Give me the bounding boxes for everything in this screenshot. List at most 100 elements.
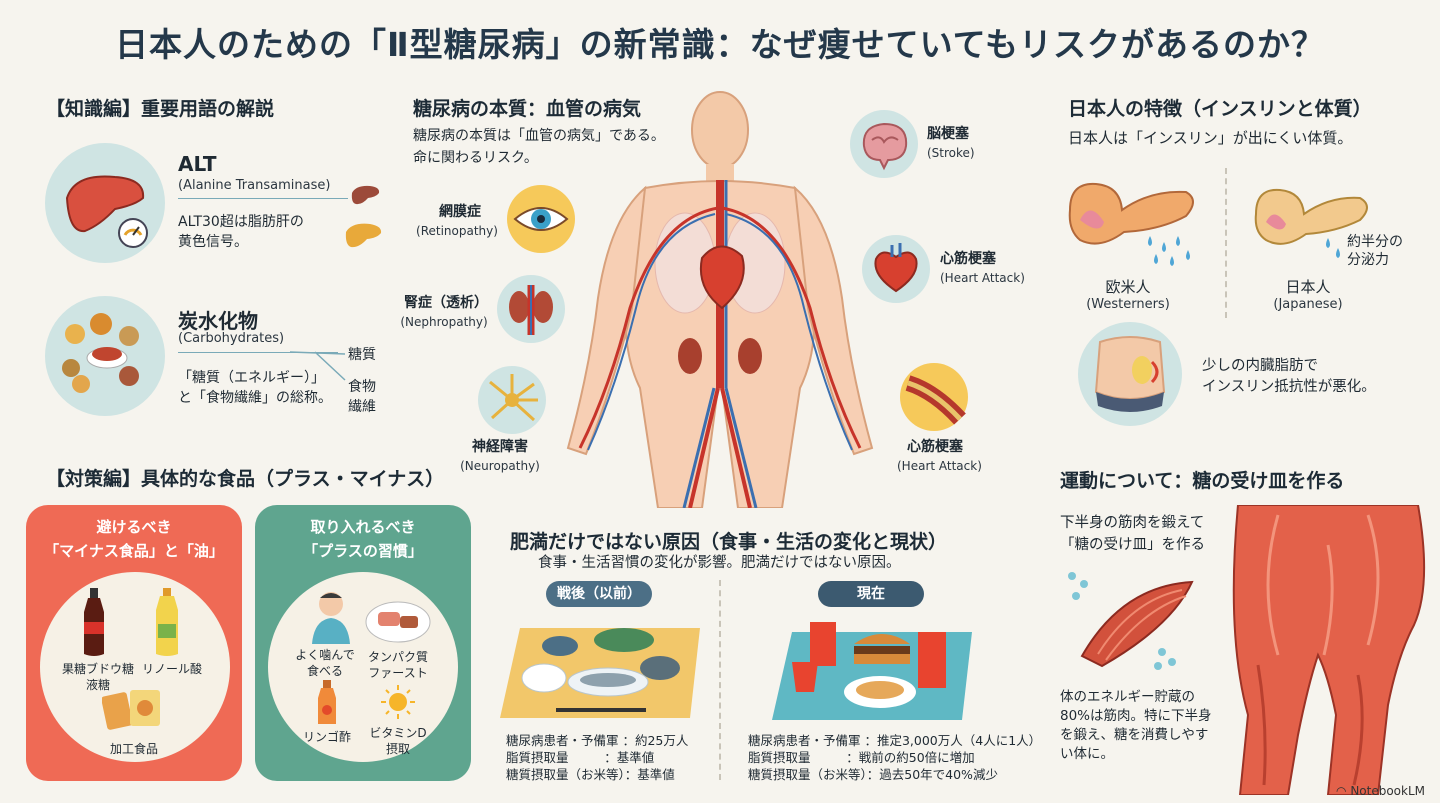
neuropathy-english: (Neuropathy) (460, 459, 540, 473)
visceral-fat-line1: 少しの内臓脂肪で (1202, 358, 1318, 374)
chew-well-label-line1: よく噛んで (295, 648, 355, 662)
stroke-english: (Stroke) (927, 146, 975, 160)
muscle-fiber-icon (1062, 566, 1212, 680)
carb-desc-line1: 「糖質（エネルギー）」 (178, 370, 325, 386)
carb-branch-lines (289, 350, 350, 394)
japanese-meal-icon (500, 618, 700, 728)
protein-first-label-line1: タンパク質 (367, 650, 428, 664)
causes-divider (719, 580, 721, 780)
heart-attack-english-1: (Heart Attack) (940, 271, 1025, 285)
minus-plate (40, 572, 230, 762)
brand-logo: ◠ NotebookLM (1336, 784, 1425, 798)
western-english: (Westerners) (1086, 297, 1170, 312)
legs-muscle-icon (1232, 504, 1426, 796)
alt-divider (178, 198, 348, 199)
processed-food-icon (101, 686, 166, 736)
exercise-desc-line1: 体のエネルギー貯蔵の (1060, 689, 1195, 705)
before-stat-carb: 糖質摂取量（お米等）：基準値 (506, 767, 675, 782)
before-stat-fat: 脂質摂取量 ：基準値 (506, 750, 655, 765)
causes-heading: 肥満だけではない原因（食事・生活の変化と現状） (510, 531, 948, 553)
carb-english: (Carbohydrates) (178, 331, 285, 346)
alt-desc-line2: 黄色信号。 (178, 234, 248, 250)
knowledge-heading: 【知識編】重要用語の解説 (46, 98, 275, 120)
abdomen-icon (1094, 336, 1166, 412)
causes-sub: 食事・生活習慣の変化が影響。肥満だけではない原因。 (538, 555, 901, 571)
fatty-liver-icon (344, 220, 384, 254)
neuron-icon (478, 366, 546, 434)
vascular-desc-line1: 糖尿病の本質は「血管の病気」である。 (413, 128, 665, 144)
half-secretion-line2: 分泌力 (1347, 252, 1389, 268)
food-icon (62, 313, 139, 393)
japanese-heading: 日本人の特徴（インスリンと体質） (1068, 98, 1372, 120)
chew-well-label-line2: 食べる (306, 664, 343, 678)
plus-plate (268, 572, 458, 762)
cola-bottle-icon (80, 588, 108, 662)
vascular-heading: 糖尿病の本質：血管の病気 (413, 98, 642, 120)
retinopathy-label: 網膜症 (439, 204, 481, 220)
heart-attack-label-2: 心筋梗塞 (907, 439, 963, 455)
alt-desc-line1: ALT30超は脂肪肝の (178, 214, 304, 230)
apple-vinegar-icon (316, 680, 338, 730)
vitamin-d-label-line1: ビタミンD (369, 726, 427, 740)
carb-branch-sugar: 糖質 (348, 347, 376, 363)
leg-muscle-illustration (1218, 504, 1433, 799)
alt-term: ALT (178, 152, 217, 176)
heart-icon (862, 235, 930, 303)
heart-attack-label-1: 心筋梗塞 (940, 251, 996, 267)
western-pancreas-icon (1060, 170, 1210, 274)
liver-icon (65, 175, 148, 248)
exercise-desc-line3: を鍛え、糖を消費しやす (1060, 727, 1209, 743)
japanese-pancreas-icon (1250, 178, 1380, 272)
alt-english: (Alanine Transaminase) (178, 178, 331, 193)
belly-illustration (1078, 322, 1182, 426)
western-label: 欧米人 (1105, 278, 1151, 296)
nephropathy-english: (Nephropathy) (400, 315, 488, 329)
carbohydrate-illustration (45, 296, 165, 416)
japanese-label: 日本人 (1285, 278, 1331, 296)
kidney-icon (497, 275, 565, 343)
vitamin-d-label-line2: 摂取 (385, 742, 410, 756)
exercise-heading: 運動について：糖の受け皿を作る (1060, 470, 1345, 492)
carb-term: 炭水化物 (178, 309, 258, 333)
brand-name: NotebookLM (1350, 784, 1426, 798)
protein-first-label-line2: ファースト (368, 666, 428, 680)
carb-divider (178, 352, 338, 353)
exercise-desc-line2: 80%は筋肉。特に下半身 (1060, 708, 1212, 724)
fast-food-icon (772, 612, 972, 726)
processed-food-label: 加工食品 (109, 742, 158, 756)
plus-title-line2: 「プラスの習慣」 (303, 542, 423, 560)
body-vascular-illustration (550, 88, 890, 512)
japanese-sub: 日本人は「インスリン」が出にくい体質。 (1068, 129, 1353, 147)
plus-title-line1: 取り入れるべき (310, 518, 416, 536)
brain-icon (850, 110, 918, 178)
comparison-divider (1225, 168, 1227, 318)
liver-illustration (45, 143, 165, 263)
hfcs-label-line2: 液糖 (85, 678, 110, 692)
eye-icon (507, 185, 575, 253)
person-chewing-icon (308, 588, 354, 648)
small-liver-icon (350, 183, 382, 211)
linoleic-acid-label: リノール酸 (141, 662, 202, 676)
exercise-sub-line1: 下半身の筋肉を鍛えて (1060, 515, 1205, 531)
artery-icon (900, 363, 968, 431)
protein-plate-icon (364, 598, 432, 648)
page-title: 日本人のための「Ⅱ型糖尿病」の新常識：なぜ痩せていてもリスクがあるのか？ (114, 25, 1326, 64)
oil-bottle-icon (152, 588, 182, 662)
hfcs-label-line1: 果糖ブドウ糖 (61, 662, 134, 676)
human-body-icon (566, 91, 874, 509)
nephropathy-label: 腎症（透析） (404, 295, 488, 311)
retinopathy-english: (Retinopathy) (416, 224, 498, 238)
carb-branch-fiber-line1: 食物 (348, 379, 376, 395)
now-stat-patients: 糖尿病患者・予備軍 ：推定3,000万人（4人に1人） (748, 733, 1042, 748)
before-stat-patients: 糖尿病患者・予備軍 ：約25万人 (506, 733, 689, 748)
heart-attack-english-2: (Heart Attack) (897, 459, 982, 473)
measures-heading: 【対策編】具体的な食品（プラス・マイナス） (46, 468, 445, 490)
visceral-fat-line2: インスリン抵抗性が悪化。 (1202, 379, 1376, 395)
neuropathy-label: 神経障害 (472, 439, 528, 455)
half-secretion-line1: 約半分の (1347, 234, 1403, 250)
carb-branch-fiber-line2: 繊維 (348, 399, 376, 415)
apple-vinegar-label: リンゴ酢 (302, 730, 351, 744)
minus-title-line2: 「マイナス食品」と「油」 (44, 542, 224, 560)
stroke-label: 脳梗塞 (927, 126, 969, 142)
now-stat-carb: 糖質摂取量（お米等）：過去50年で40%減少 (748, 767, 998, 782)
